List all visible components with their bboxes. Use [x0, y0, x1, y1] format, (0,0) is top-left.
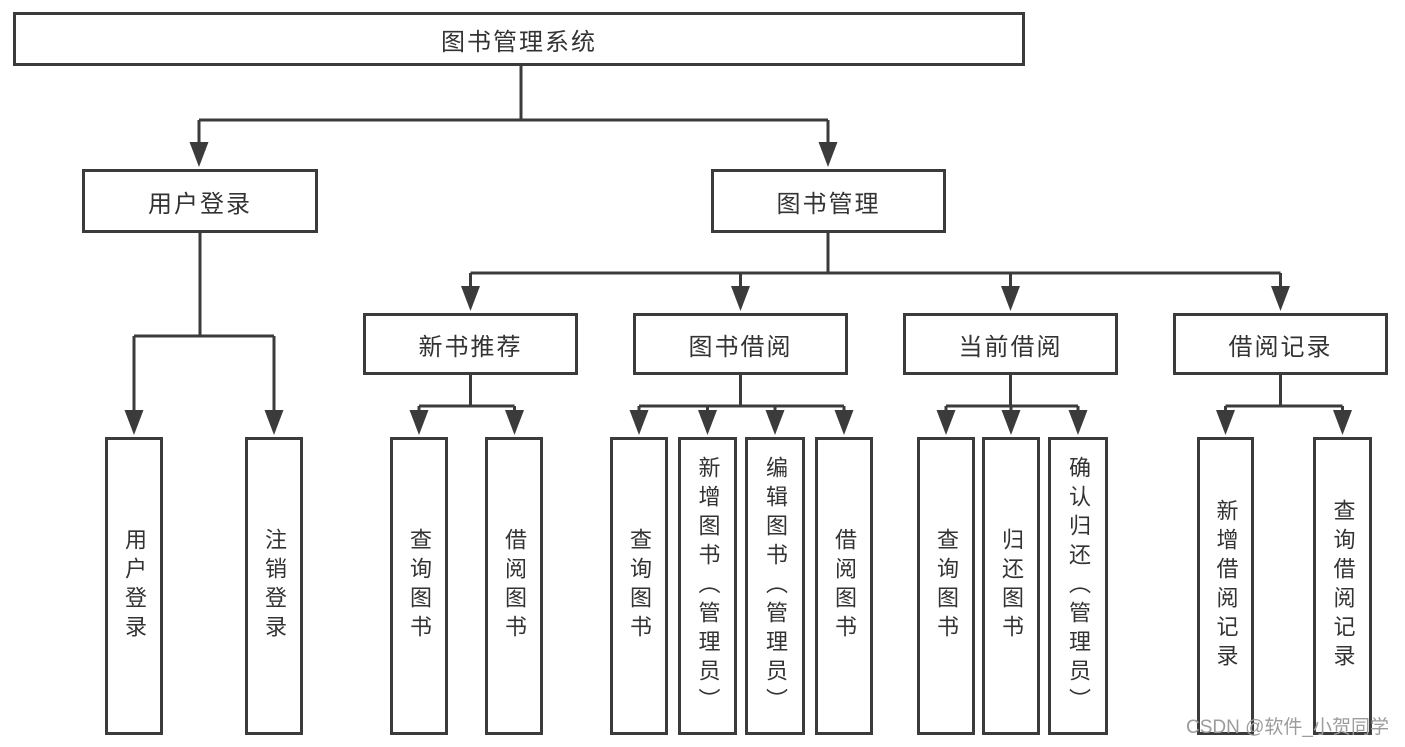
- leaf-recommend-query-books-label: 查询图书: [407, 528, 432, 644]
- leaf-add-books-admin: 新增图书（管理员）: [678, 437, 737, 735]
- connector-current-borrow-to-leaves: [944, 375, 1080, 412]
- connector-user-login-to-leaves: [132, 233, 276, 412]
- leaf-query-borrow-record: 查询借阅记录: [1313, 437, 1372, 735]
- arrowhead: [731, 286, 750, 311]
- node-user-login-label: 用户登录: [148, 190, 252, 218]
- leaf-edit-books-admin-label: 编辑图书（管理员）: [763, 455, 788, 717]
- leaf-recommend-query-books: 查询图书: [390, 437, 448, 735]
- node-book-management-label: 图书管理: [776, 190, 881, 218]
- watermark-text: CSDN @软件_小贺同学: [1186, 717, 1389, 738]
- connector-root-to-level2: [197, 66, 830, 145]
- leaf-logout-label: 注销登录: [262, 528, 287, 644]
- node-current-borrow-label: 当前借阅: [958, 333, 1063, 361]
- arrowhead: [505, 410, 524, 435]
- leaf-edit-books-admin: 编辑图书（管理员）: [745, 437, 805, 735]
- arrowhead: [1001, 410, 1021, 435]
- arrowhead: [834, 410, 854, 435]
- arrowhead: [409, 410, 429, 435]
- leaf-borrow-query-books: 查询图书: [610, 437, 668, 735]
- leaf-current-query-books-label: 查询图书: [934, 528, 959, 644]
- leaf-add-books-admin-label: 新增图书（管理员）: [695, 455, 721, 717]
- node-book-borrow-label: 图书借阅: [688, 333, 793, 361]
- leaf-add-borrow-record: 新增借阅记录: [1197, 437, 1254, 735]
- node-new-book-recommend: 新书推荐: [363, 313, 578, 375]
- node-library-system-label: 图书管理系统: [441, 28, 597, 56]
- leaf-recommend-borrow-books-label: 借阅图书: [502, 528, 527, 644]
- arrowhead: [936, 410, 956, 435]
- node-current-borrow: 当前借阅: [903, 313, 1118, 375]
- arrowhead: [1001, 286, 1020, 311]
- node-borrow-records: 借阅记录: [1173, 313, 1388, 375]
- arrowhead: [629, 410, 649, 435]
- leaf-borrow-books: 借阅图书: [815, 437, 873, 735]
- arrowhead: [1271, 286, 1290, 311]
- leaf-confirm-return-admin: 确认归还（管理员）: [1048, 437, 1108, 735]
- arrowhead: [1068, 410, 1088, 435]
- leaf-query-borrow-record-label: 查询借阅记录: [1330, 499, 1356, 673]
- leaf-recommend-borrow-books: 借阅图书: [485, 437, 543, 735]
- leaf-borrow-books-label: 借阅图书: [832, 528, 857, 644]
- connector-book-borrow-to-leaves: [637, 375, 846, 412]
- leaf-user-login: 用户登录: [105, 437, 163, 735]
- leaf-borrow-query-books-label: 查询图书: [627, 528, 652, 644]
- leaf-current-query-books: 查询图书: [917, 437, 975, 735]
- connector-new-book-to-leaves: [417, 375, 516, 412]
- arrowhead: [698, 410, 717, 435]
- leaf-add-borrow-record-label: 新增借阅记录: [1213, 499, 1239, 673]
- node-user-login: 用户登录: [82, 169, 318, 233]
- arrowhead: [818, 142, 838, 167]
- arrowhead: [1333, 410, 1352, 435]
- node-new-book-recommend-label: 新书推荐: [418, 333, 523, 361]
- arrowhead: [124, 410, 144, 435]
- leaf-user-login-label: 用户登录: [122, 528, 147, 644]
- arrowhead: [765, 410, 785, 435]
- node-library-system: 图书管理系统: [13, 12, 1025, 66]
- node-book-borrow: 图书借阅: [633, 313, 848, 375]
- leaf-confirm-return-admin-label: 确认归还（管理员）: [1066, 455, 1091, 717]
- node-borrow-records-label: 借阅记录: [1228, 333, 1333, 361]
- leaf-return-books-label: 归还图书: [999, 528, 1024, 644]
- arrowhead: [264, 410, 284, 435]
- arrowhead: [461, 286, 480, 311]
- node-book-management: 图书管理: [711, 169, 946, 233]
- arrowhead: [1216, 410, 1235, 435]
- connector-book-mgmt-to-level3: [469, 233, 1282, 288]
- connector-borrow-records-to-leaves: [1224, 375, 1344, 412]
- leaf-return-books: 归还图书: [982, 437, 1040, 735]
- leaf-logout: 注销登录: [245, 437, 303, 735]
- arrowhead: [189, 142, 209, 167]
